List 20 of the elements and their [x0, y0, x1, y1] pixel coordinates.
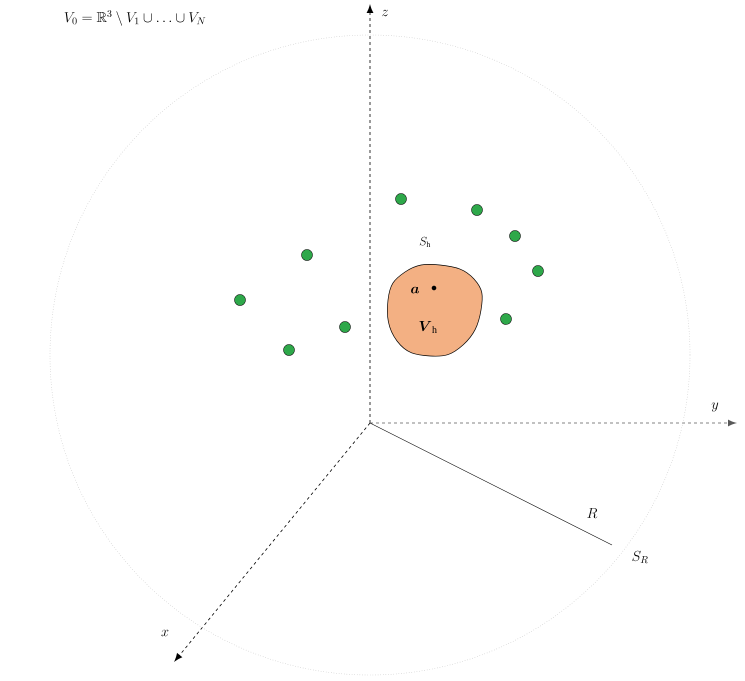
axis-label: $y$ — [712, 402, 718, 412]
particle-dot — [301, 249, 313, 261]
region-label: $\boldsymbol{V}_{\mathrm{h}}$ — [420, 320, 437, 334]
particle-dot — [339, 321, 351, 333]
surface-label: $S_{\mathrm{h}}$ — [420, 236, 430, 247]
particle-dot — [509, 230, 521, 242]
particle-dot — [234, 294, 246, 306]
formula-title: $V_0 = \mathbb{R}^3 \setminus V_1 \cup \ldots \cup V_N$ — [64, 10, 206, 26]
region-label: $\boldsymbol{a}$ — [411, 286, 420, 294]
bounding-sphere — [50, 34, 690, 676]
sphere-label: $S_R$ — [632, 550, 648, 564]
inclusion-region — [387, 236, 483, 357]
particle-dot — [471, 204, 483, 216]
radius-label: $R$ — [587, 508, 598, 518]
particle-dot — [500, 313, 512, 325]
axis-label: $x$ — [161, 630, 168, 636]
particle-dot — [532, 265, 544, 277]
particle-dot — [283, 344, 295, 356]
axis-label: $z$ — [382, 10, 388, 16]
particle-dot — [395, 193, 407, 205]
